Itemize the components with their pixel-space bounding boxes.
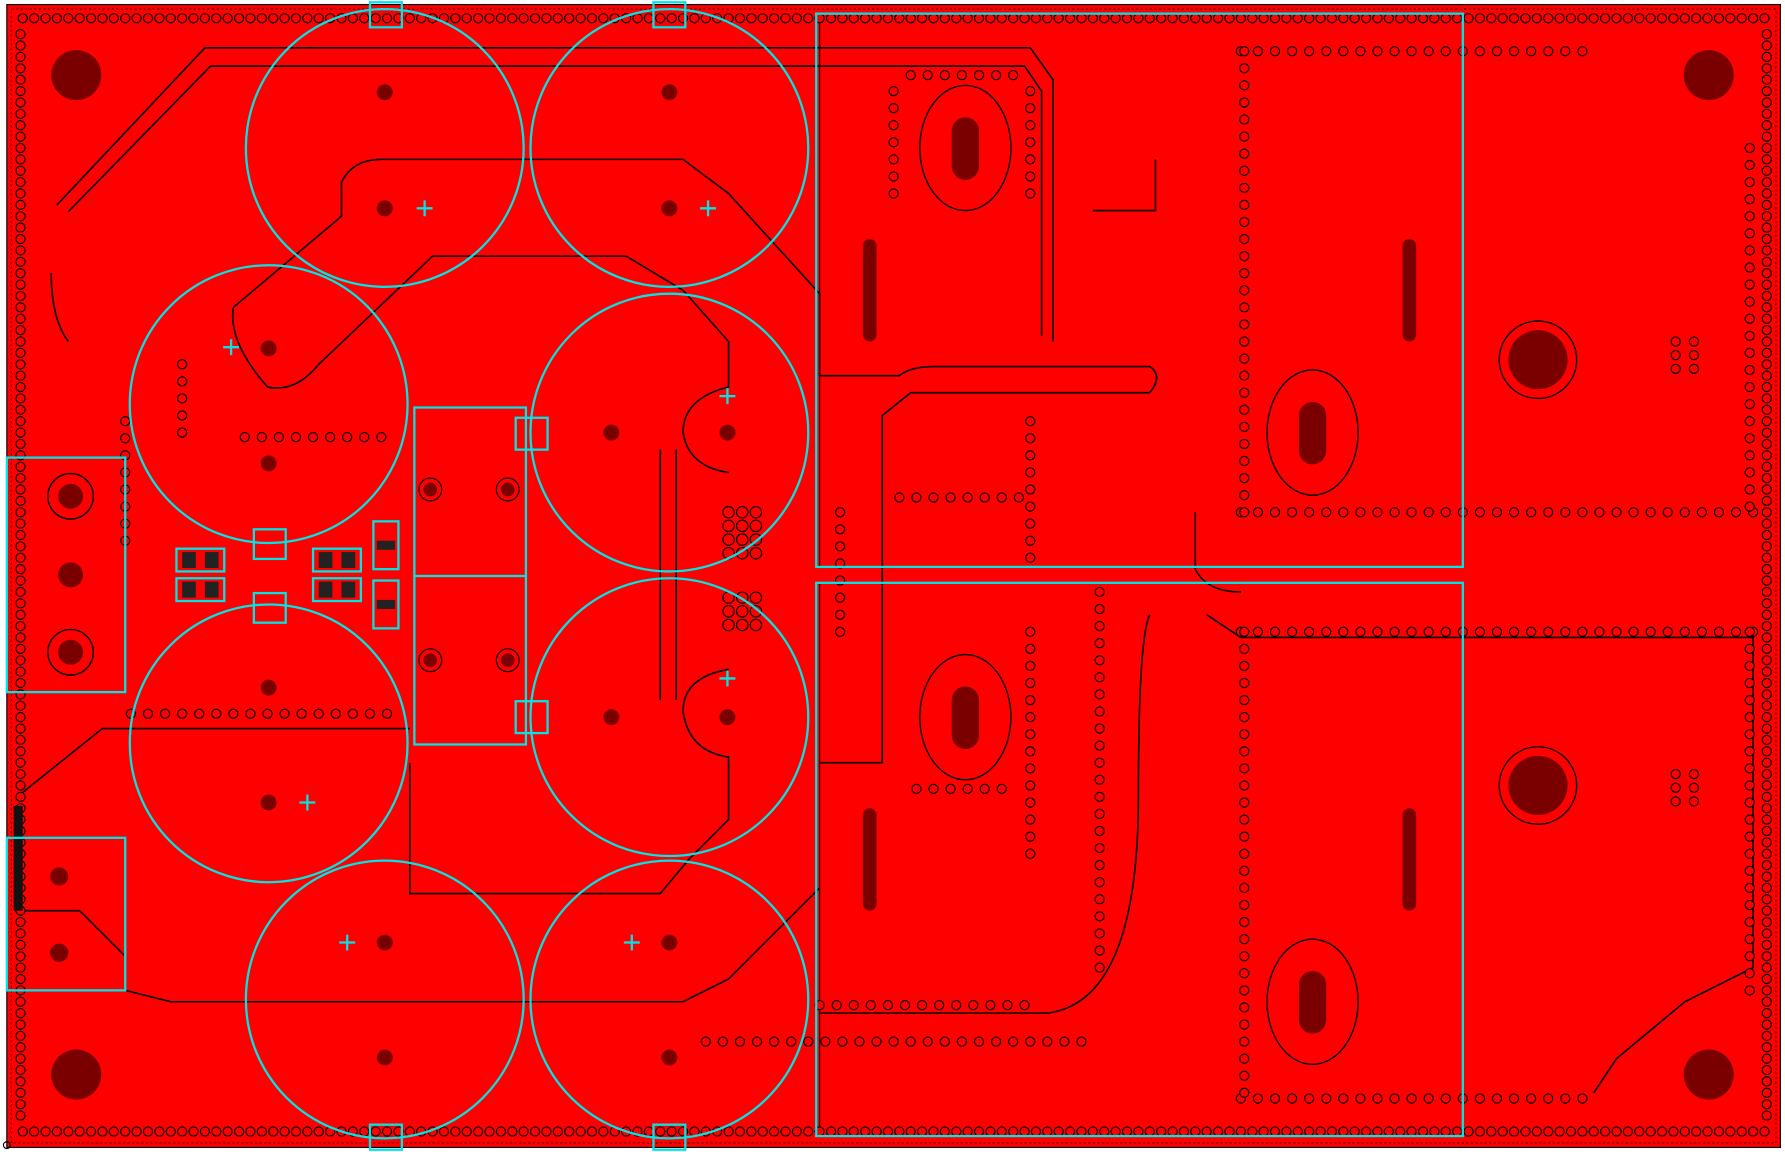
capacitor-pads bbox=[260, 84, 736, 1066]
heatsink-outline-upper bbox=[815, 12, 1464, 569]
smd-parts bbox=[13, 520, 400, 911]
slot-pads bbox=[862, 84, 1417, 1066]
terminal-block-input bbox=[5, 456, 127, 694]
power-pads bbox=[1498, 320, 1578, 825]
terminal-block-output bbox=[5, 836, 127, 992]
mounting-hole bbox=[1683, 50, 1734, 101]
board-edge-inner bbox=[10, 8, 1777, 1144]
heatsink-pour-upper bbox=[819, 13, 1464, 568]
terminal-pads bbox=[47, 472, 520, 962]
mounting-hole bbox=[1683, 1049, 1734, 1100]
origin-marker bbox=[2, 1141, 11, 1150]
mounting-hole bbox=[51, 1049, 102, 1100]
mounting-hole bbox=[51, 50, 102, 101]
heatsink-outline-lower bbox=[815, 581, 1464, 1138]
mounting-holes bbox=[51, 50, 1734, 1100]
trace-outlines bbox=[16, 47, 1754, 1094]
silkscreen bbox=[5, 1, 1464, 1151]
polarity-markers bbox=[223, 200, 736, 951]
